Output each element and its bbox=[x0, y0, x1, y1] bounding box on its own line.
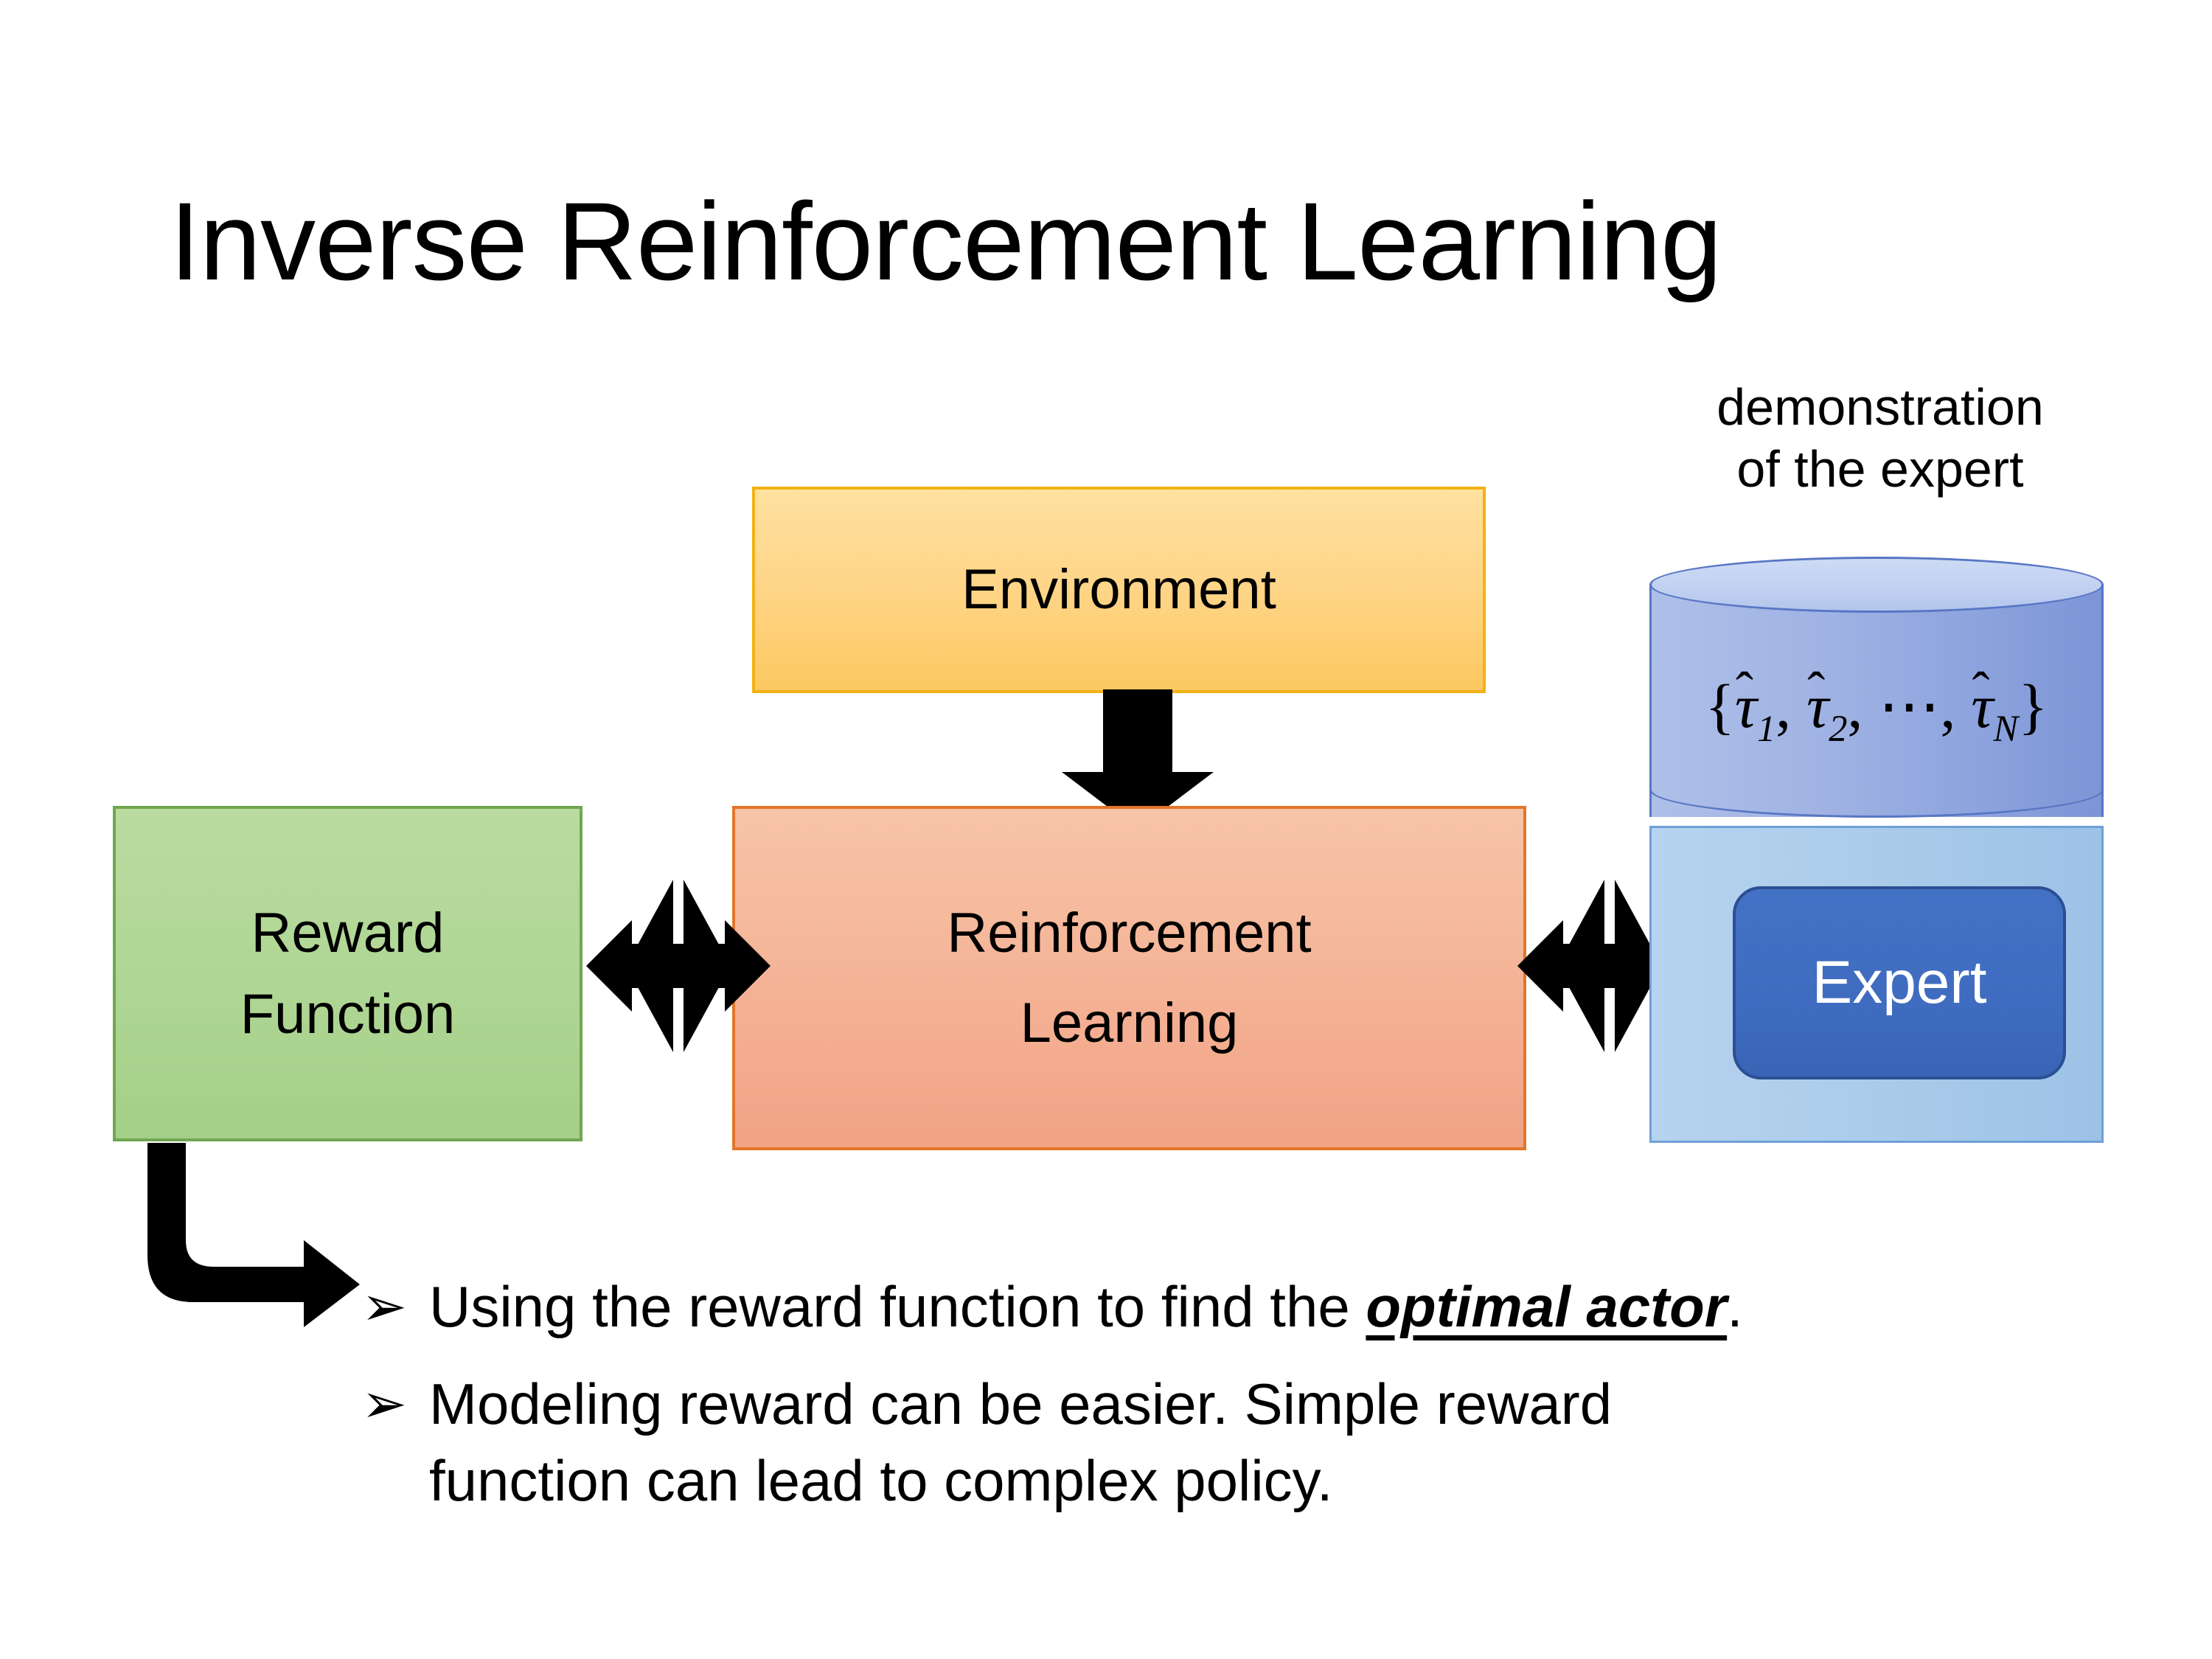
reward-function-label-line2: Function bbox=[240, 982, 456, 1046]
demonstration-caption: demonstration of the expert bbox=[1630, 376, 2131, 500]
reward-function-label: Reward Function bbox=[240, 893, 456, 1055]
formula-open-brace: { bbox=[1705, 672, 1735, 741]
reinforcement-learning-box[interactable]: Reinforcement Learning bbox=[732, 806, 1526, 1150]
formula-tau-glyph-2: τ bbox=[1806, 672, 1829, 741]
four-way-arrow-icon-right bbox=[1517, 874, 1702, 1058]
demonstration-caption-line2: of the expert bbox=[1736, 440, 2024, 498]
cylinder-top-ellipse bbox=[1649, 557, 2104, 613]
demonstration-caption-line1: demonstration bbox=[1717, 378, 2044, 436]
formula-sub-n: N bbox=[1993, 708, 2019, 750]
cylinder-bottom bbox=[1649, 762, 2104, 818]
reinforcement-learning-label: Reinforcement Learning bbox=[947, 888, 1311, 1068]
bullet-1-prefix: Using the reward function to find the bbox=[429, 1274, 1366, 1339]
formula-comma-3: , bbox=[1940, 672, 1956, 741]
formula-comma-2: , bbox=[1847, 672, 1863, 741]
bullet-2-prefix: Modeling reward can be easier. Simple re… bbox=[429, 1371, 1613, 1513]
formula-sub-2: 2 bbox=[1829, 708, 1848, 750]
elbow-arrow-icon bbox=[147, 1143, 383, 1364]
expert-label: Expert bbox=[1812, 949, 1987, 1016]
reward-function-box[interactable]: Reward Function bbox=[113, 806, 582, 1141]
list-item: ➢ Modeling reward can be easier. Simple … bbox=[361, 1366, 2057, 1519]
reward-function-label-line1: Reward bbox=[251, 901, 445, 964]
formula-hat-2: ˆ bbox=[1807, 661, 1826, 721]
environment-box[interactable]: Environment bbox=[752, 487, 1486, 693]
formula-ellipsis: ⋯ bbox=[1878, 672, 1941, 741]
environment-label: Environment bbox=[961, 558, 1276, 621]
list-item: ➢ Using the reward function to find the … bbox=[361, 1268, 2057, 1345]
bullet-1-emphasis: optimal actor bbox=[1366, 1274, 1728, 1339]
reinforcement-learning-label-line2: Learning bbox=[1020, 991, 1239, 1054]
four-way-arrow-icon-left bbox=[586, 874, 771, 1058]
bullet-arrow-icon: ➢ bbox=[361, 1373, 408, 1434]
bullet-list: ➢ Using the reward function to find the … bbox=[361, 1268, 2057, 1540]
bullet-text-1: Using the reward function to find the op… bbox=[429, 1268, 1743, 1345]
bullet-arrow-icon: ➢ bbox=[361, 1276, 408, 1337]
formula-close-brace: } bbox=[2018, 672, 2048, 741]
formula-comma-1: , bbox=[1775, 672, 1792, 741]
formula-hat-1: ˆ bbox=[1735, 661, 1753, 721]
formula-tau-glyph-1: τ bbox=[1734, 672, 1757, 741]
bullet-1-suffix: . bbox=[1727, 1274, 1743, 1339]
formula-tau-glyph-n: τ bbox=[1971, 672, 1994, 741]
page-title: Inverse Reinforcement Learning bbox=[170, 179, 1722, 303]
formula-hat-n: ˆ bbox=[1972, 661, 1990, 721]
formula-sub-1: 1 bbox=[1756, 708, 1776, 750]
expert-box[interactable]: Expert bbox=[1733, 886, 2066, 1079]
bullet-text-2: Modeling reward can be easier. Simple re… bbox=[429, 1366, 1683, 1519]
down-arrow-icon bbox=[1046, 689, 1230, 830]
reinforcement-learning-label-line1: Reinforcement bbox=[947, 901, 1312, 964]
